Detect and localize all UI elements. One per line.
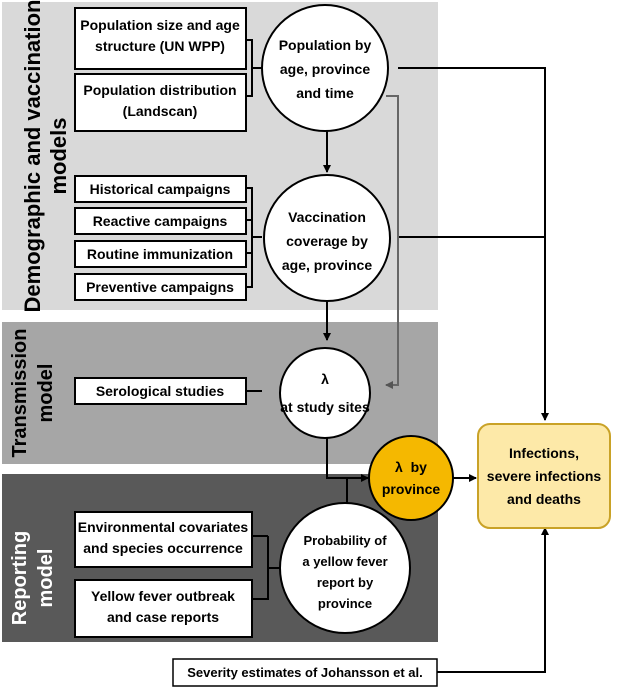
svg-text:(Landscan): (Landscan) [123, 103, 198, 119]
node-lambda-by-province: λ by province [368, 435, 454, 521]
arrow-population-to-infections [398, 67, 549, 421]
svg-text:Infections,: Infections, [509, 445, 579, 461]
input-box-landscan: Population distribution (Landscan) [74, 73, 247, 132]
arrow-severity-to-infections [437, 527, 549, 673]
node-probability-of-report: Probability of a yellow fever report by … [279, 502, 411, 634]
svg-text:age, province: age, province [280, 61, 370, 77]
node-vaccination-coverage: Vaccination coverage by age, province [263, 174, 391, 302]
svg-text:Population by: Population by [279, 37, 372, 53]
arrow-population-to-lambda-study [385, 95, 399, 389]
bracket-connectors [246, 39, 280, 600]
node-population-by-age: Population by age, province and time [261, 4, 389, 132]
svg-text:λ by: λ by [395, 459, 427, 475]
svg-text:province: province [382, 481, 441, 497]
input-box-preventive-campaigns: Preventive campaigns [74, 273, 247, 301]
svg-text:Population size and age: Population size and age [80, 17, 240, 33]
svg-text:Probability of: Probability of [303, 533, 387, 548]
svg-text:and time: and time [296, 85, 354, 101]
svg-text:Reactive campaigns: Reactive campaigns [93, 213, 228, 229]
svg-text:and case reports: and case reports [107, 609, 219, 625]
input-box-severity-estimates: Severity estimates of Johansson et al. [172, 658, 438, 687]
svg-text:Routine immunization: Routine immunization [87, 246, 233, 262]
reporting-section-label-line1: Reporting [9, 531, 31, 625]
reporting-section-label-line2: model [35, 549, 57, 608]
input-box-routine-immunization: Routine immunization [74, 240, 247, 268]
svg-text:and species occurrence: and species occurrence [83, 540, 243, 556]
svg-text:λ: λ [321, 371, 329, 387]
svg-text:Serological studies: Serological studies [96, 383, 225, 399]
svg-text:province: province [318, 596, 372, 611]
arrow-lambda-study-to-province [326, 437, 369, 482]
svg-text:coverage by: coverage by [286, 233, 368, 249]
svg-text:a yellow fever: a yellow fever [302, 554, 387, 569]
input-box-historical-campaigns: Historical campaigns [74, 175, 247, 203]
svg-text:structure (UN WPP): structure (UN WPP) [95, 38, 225, 54]
node-lambda-study-sites: λ at study sites [279, 347, 371, 439]
svg-text:severe infections: severe infections [487, 468, 602, 484]
svg-text:Preventive campaigns: Preventive campaigns [86, 279, 234, 295]
svg-text:Environmental covariates: Environmental covariates [78, 519, 249, 535]
svg-text:Severity estimates of Johansso: Severity estimates of Johansson et al. [187, 665, 423, 680]
input-box-outbreak-reports: Yellow fever outbreak and case reports [74, 579, 253, 638]
svg-text:report by: report by [317, 575, 374, 590]
input-box-environmental-covariates: Environmental covariates and species occ… [74, 511, 253, 568]
node-infections-output: Infections, severe infections and deaths [477, 423, 611, 529]
svg-text:at study sites: at study sites [280, 399, 370, 415]
svg-text:and deaths: and deaths [507, 491, 581, 507]
svg-text:Yellow fever outbreak: Yellow fever outbreak [91, 588, 235, 604]
black-arrows [323, 67, 549, 673]
demographic-section-label-line2: models [46, 117, 71, 194]
svg-text:Historical campaigns: Historical campaigns [90, 181, 231, 197]
input-box-un-wpp: Population size and age structure (UN WP… [74, 7, 247, 70]
demographic-section-label: Demographic and vaccination [20, 0, 45, 312]
input-box-serological-studies: Serological studies [74, 377, 247, 405]
input-box-reactive-campaigns: Reactive campaigns [74, 207, 247, 235]
svg-text:Vaccination: Vaccination [288, 209, 366, 225]
svg-text:Population distribution: Population distribution [83, 82, 236, 98]
transmission-section-label-line1: Transmission [9, 329, 31, 458]
transmission-section-label-line2: model [35, 364, 57, 423]
svg-text:age, province: age, province [282, 257, 372, 273]
